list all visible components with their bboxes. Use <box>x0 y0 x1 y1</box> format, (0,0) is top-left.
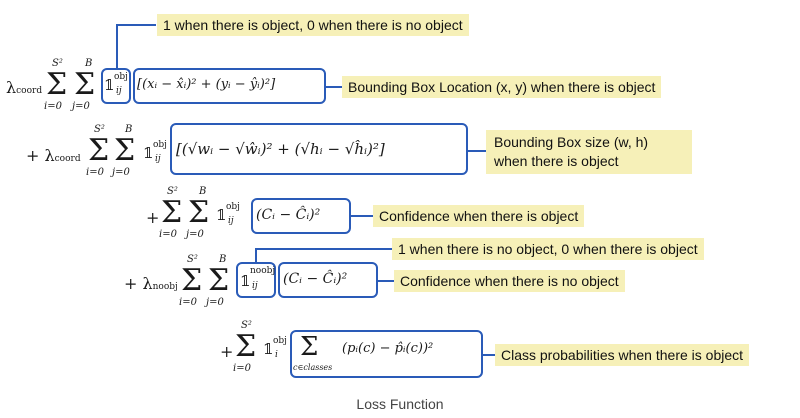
label-bbox-size: Bounding Box size (w, h) when there is o… <box>486 130 692 174</box>
indicator-1-sup: obj <box>114 72 128 82</box>
indicator-1: 𝟙 <box>104 76 115 94</box>
sum8-lower: j=0 <box>206 297 224 308</box>
sum8-symbol: Σ <box>208 263 230 298</box>
loc-term: [(xᵢ − x̂ᵢ)² + (yᵢ − ŷᵢ)²] <box>137 77 276 92</box>
label-noobj-indicator: 1 when there is no object, 0 when there … <box>392 238 704 260</box>
noobj-label-connector-v <box>255 248 257 262</box>
indicator-4-sub: ij <box>252 281 258 291</box>
indicator-5: 𝟙 <box>263 340 274 358</box>
conf-obj-term: (Cᵢ − Ĉᵢ)² <box>256 207 321 223</box>
loc-label-connector <box>326 86 342 88</box>
sum4-symbol: Σ <box>114 133 136 168</box>
sum6-lower: j=0 <box>186 229 204 240</box>
noobj-label-connector-h <box>255 248 392 250</box>
conf-obj-term-box <box>251 198 351 234</box>
sum5-upper: S² <box>167 186 178 197</box>
sum8-upper: B <box>219 254 227 265</box>
loc-term-box <box>133 68 326 104</box>
label-confidence-obj: Confidence when there is object <box>373 205 585 227</box>
lambda-coord-1: λcoord <box>6 78 43 97</box>
label-confidence-noobj: Confidence when there is no object <box>394 270 625 292</box>
label-obj-indicator: 1 when there is object, 0 when there is … <box>157 14 469 36</box>
indicator-3-sup: obj <box>226 202 240 212</box>
sum4-lower: j=0 <box>112 167 130 178</box>
sum4-upper: B <box>125 124 133 135</box>
conf-noobj-term: (Cᵢ − Ĉᵢ)² <box>283 271 348 287</box>
sum6-symbol: Σ <box>188 195 210 230</box>
sum9-symbol: Σ <box>235 329 257 364</box>
indicator-1-sub: ij <box>116 86 122 96</box>
indicator-2-sub: ij <box>155 154 161 164</box>
label-class-prob: Class probabilities when there is object <box>495 344 750 366</box>
plus-lambda-noobj: + λnoobj <box>124 274 178 293</box>
size-term-box <box>170 123 468 175</box>
obj-label-connector-h <box>116 24 156 26</box>
indicator-4: 𝟙 <box>240 272 251 290</box>
sum3-lower: i=0 <box>86 167 104 178</box>
size-term: [(√wᵢ − √ŵᵢ)² + (√hᵢ − √ĥᵢ)²] <box>176 140 385 158</box>
class-term-box <box>290 330 483 378</box>
size-label-connector <box>468 150 486 152</box>
indicator-5-sub: i <box>275 350 278 360</box>
obj-indicator-box-1 <box>101 68 131 104</box>
indicator-3-sub: ij <box>228 216 234 226</box>
plus-3: + <box>146 208 160 227</box>
plus-5: + <box>220 342 234 361</box>
label-bbox-location: Bounding Box Location (x, y) when there … <box>342 76 662 98</box>
indicator-2-sup: obj <box>153 140 167 150</box>
indicator-2: 𝟙 <box>143 144 154 162</box>
noobj-indicator-box <box>236 262 276 298</box>
sum3-upper: S² <box>94 124 105 135</box>
plus-lambda-coord-2: + λcoord <box>26 146 81 165</box>
sum1-symbol: Σ <box>46 67 68 102</box>
sum5-lower: i=0 <box>159 229 177 240</box>
sum7-symbol: Σ <box>181 263 203 298</box>
sum3-symbol: Σ <box>88 133 110 168</box>
sum2-upper: B <box>85 58 93 69</box>
obj-label-connector-v <box>116 24 118 68</box>
sum9-lower: i=0 <box>233 363 251 374</box>
conf-noobj-label-connector <box>378 280 394 282</box>
indicator-5-sup: obj <box>273 336 287 346</box>
sum2-lower: j=0 <box>72 101 90 112</box>
indicator-4-sup: noobj <box>250 266 276 276</box>
class-term: (pᵢ(c) − p̂ᵢ(c))² <box>342 341 434 356</box>
class-sum-symbol: Σ <box>300 332 319 362</box>
sum6-upper: B <box>199 186 207 197</box>
caption: Loss Function <box>356 396 444 412</box>
sum1-lower: i=0 <box>44 101 62 112</box>
sum7-upper: S² <box>187 254 198 265</box>
class-sum-lower: c∈classes <box>293 363 333 372</box>
sum1-upper: S² <box>52 58 63 69</box>
indicator-3: 𝟙 <box>216 206 227 224</box>
conf-noobj-term-box <box>278 262 378 298</box>
class-label-connector <box>483 354 495 356</box>
sum5-symbol: Σ <box>161 195 183 230</box>
sum2-symbol: Σ <box>74 67 96 102</box>
sum9-upper: S² <box>241 320 252 331</box>
conf-obj-label-connector <box>351 215 373 217</box>
sum7-lower: i=0 <box>179 297 197 308</box>
